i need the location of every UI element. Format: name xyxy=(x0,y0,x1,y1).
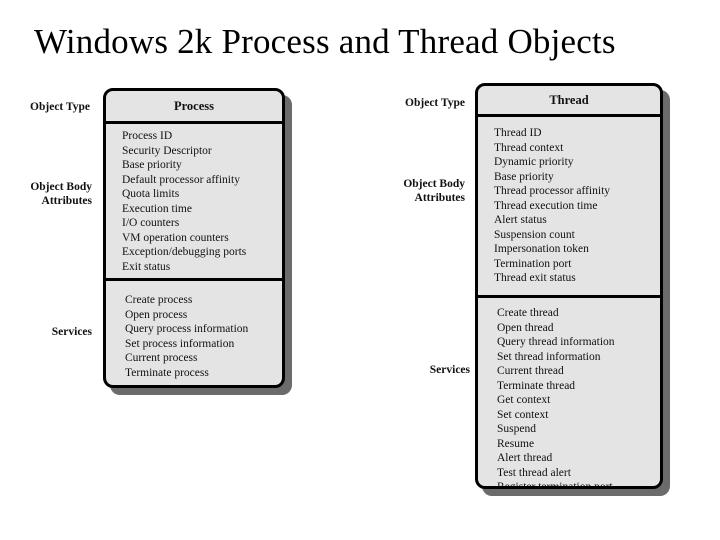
process-attribute-item: Exception/debugging ports xyxy=(122,246,247,258)
page-title: Windows 2k Process and Thread Objects xyxy=(34,22,616,61)
process-attribute-item: Execution time xyxy=(122,202,192,215)
thread-object-body-label: Object Body Attributes xyxy=(381,178,465,205)
thread-attribute-item: Thread ID xyxy=(494,127,542,139)
thread-attribute-item: Thread processor affinity xyxy=(494,185,611,197)
thread-service-item: Query thread information xyxy=(497,336,615,348)
thread-service-item: Create thread xyxy=(497,307,559,319)
process-object-body-label: Object Body Attributes xyxy=(8,181,92,208)
thread-service-item: Alert thread xyxy=(497,452,553,464)
object-body-label-line2: Attributes xyxy=(41,194,92,207)
thread-service-item: Set context xyxy=(497,408,549,421)
process-attribute-item: Base priority xyxy=(122,159,182,171)
thread-box-header: Thread xyxy=(478,86,660,117)
process-attribute-item: I/O counters xyxy=(122,217,180,229)
process-service-item: Create process xyxy=(125,294,193,306)
process-attribute-item: Exit status xyxy=(122,260,171,273)
thread-object-type-label: Object Type xyxy=(405,97,465,109)
thread-service-item: Register termination port xyxy=(497,480,656,486)
process-object-type-label: Object Type xyxy=(30,101,90,113)
thread-service-item: Open thread xyxy=(497,321,554,334)
thread-service-item: Set thread information xyxy=(497,350,601,363)
thread-attribute-item: Thread execution time xyxy=(494,199,598,212)
process-box-header: Process xyxy=(106,91,282,124)
thread-service-item: Test thread alert xyxy=(497,466,571,479)
process-service-item: Set process information xyxy=(125,337,235,350)
thread-attribute-item: Dynamic priority xyxy=(494,156,574,168)
thread-attribute-item: Termination port xyxy=(494,257,572,270)
process-service-item: Current process xyxy=(125,352,198,364)
thread-attribute-item: Thread exit status xyxy=(494,272,576,284)
object-body-label-line1: Object Body xyxy=(30,181,92,193)
thread-service-item: Suspend xyxy=(497,423,536,435)
process-service-item: Terminate process xyxy=(125,366,209,379)
object-body-label-line1: Object Body xyxy=(403,178,465,190)
process-services-label: Services xyxy=(51,326,92,338)
object-body-label-line2: Attributes xyxy=(414,191,465,204)
process-attribute-item: Default processor affinity xyxy=(122,173,240,186)
process-attribute-item: Quota limits xyxy=(122,188,180,200)
thread-service-item: Current thread xyxy=(497,365,564,377)
thread-attribute-item: Impersonation token xyxy=(494,243,589,255)
process-attribute-item: Security Descriptor xyxy=(122,144,212,157)
process-service-item: Query process information xyxy=(125,323,249,335)
thread-service-item: Resume xyxy=(497,437,535,450)
process-attribute-item: VM operation counters xyxy=(122,231,229,244)
process-attribute-item: Process ID xyxy=(122,130,173,142)
thread-service-item: Get context xyxy=(497,394,551,406)
process-service-item: Open process xyxy=(125,308,188,321)
thread-attribute-item: Alert status xyxy=(494,214,547,226)
thread-services-label: Services xyxy=(429,364,470,376)
thread-service-item: Terminate thread xyxy=(497,379,576,392)
thread-attribute-item: Base priority xyxy=(494,170,554,183)
thread-attribute-item: Thread context xyxy=(494,141,564,154)
thread-attribute-item: Suspension count xyxy=(494,228,575,241)
